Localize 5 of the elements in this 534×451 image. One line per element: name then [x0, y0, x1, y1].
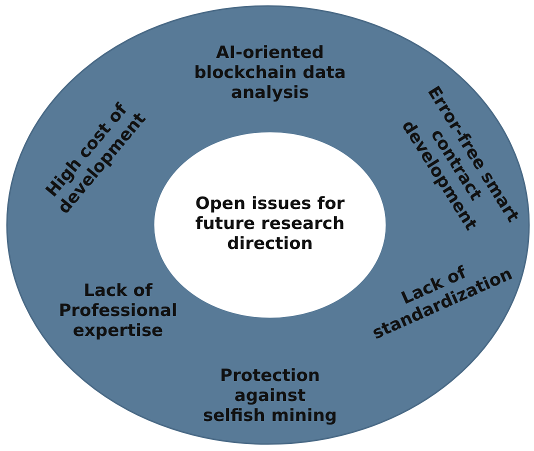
issue-label: Lack of Professional expertise [58, 281, 178, 341]
issue-label: AI-oriented blockchain data analysis [193, 43, 347, 103]
center-title: Open issues for future research direction [194, 194, 346, 254]
issue-label: Protection against selfish mining [202, 366, 338, 426]
ring-band [6, 5, 530, 445]
